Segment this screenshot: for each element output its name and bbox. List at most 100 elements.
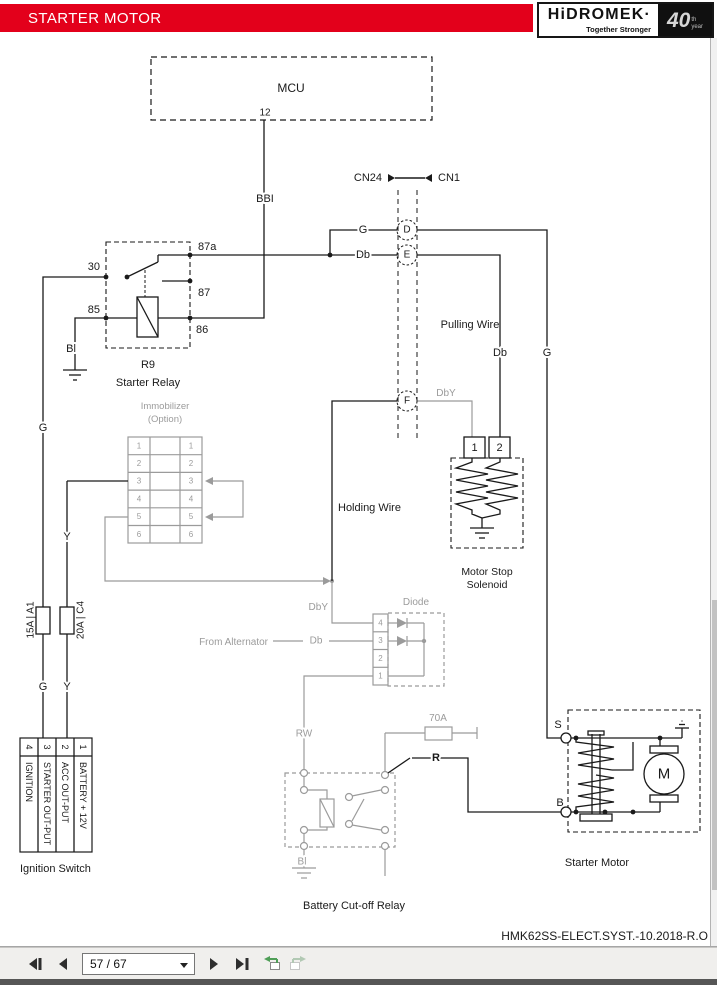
- svg-text:3: 3: [378, 636, 383, 645]
- svg-text:6: 6: [189, 530, 194, 539]
- svg-text:1: 1: [137, 441, 142, 450]
- previous-page-icon: [59, 957, 67, 970]
- svg-text:1: 1: [78, 744, 88, 749]
- diode-title: Diode: [403, 597, 430, 608]
- wire-g-3: G: [39, 422, 48, 434]
- svg-text:3: 3: [189, 477, 194, 486]
- wire-dby-2: DbY: [309, 602, 329, 613]
- wiring-diagram: MCU 12 BBI CN24 CN1 D E F G Db Pulling W…: [19, 56, 701, 912]
- starter-terminal-s: S: [554, 719, 561, 731]
- combobox-caret-icon: [180, 962, 188, 968]
- pdf-toolbar: 57 / 67: [0, 947, 717, 979]
- svg-text:3: 3: [137, 477, 142, 486]
- wire-g-1: G: [359, 224, 368, 236]
- wire-db-2: Db: [493, 347, 507, 359]
- svg-text:4: 4: [137, 494, 142, 503]
- svg-text:5: 5: [137, 512, 142, 521]
- from-alternator-label: From Alternator: [199, 637, 269, 648]
- wire-rw: RW: [296, 729, 313, 740]
- svg-text:4: 4: [24, 744, 34, 749]
- next-page-button[interactable]: [203, 953, 225, 975]
- relay-caption: Starter Relay: [116, 377, 181, 389]
- wire-db-3: Db: [310, 636, 323, 647]
- wire-y-2: Y: [63, 681, 71, 693]
- wire-bl-1: Bl: [66, 343, 76, 355]
- gray-markers: [205, 477, 427, 646]
- wire-bl-2: Bl: [298, 857, 307, 868]
- motor-m: M: [658, 766, 671, 783]
- svg-text:IGNITION: IGNITION: [24, 762, 34, 802]
- connector-cn24: CN24: [354, 172, 382, 184]
- mcu-pin-12: 12: [259, 108, 271, 119]
- svg-text:5: 5: [189, 512, 194, 521]
- pulling-wire-label: Pulling Wire: [441, 319, 500, 331]
- connector-cn1: CN1: [438, 172, 460, 184]
- svg-text:4: 4: [378, 618, 383, 627]
- connector-e: E: [404, 250, 411, 261]
- previous-page-button[interactable]: [52, 953, 74, 975]
- brand-tagline: Together Stronger: [586, 24, 651, 34]
- relay-name: R9: [141, 359, 155, 371]
- window-bottom-strip: [0, 979, 717, 985]
- last-page-button[interactable]: [231, 953, 253, 975]
- svg-text:4: 4: [189, 494, 194, 503]
- relay-pin-85: 85: [88, 304, 100, 316]
- connector-d: D: [403, 225, 410, 236]
- relay-pin-30: 30: [88, 261, 100, 273]
- main-circuits: [19, 56, 701, 853]
- svg-text:2: 2: [189, 459, 194, 468]
- svg-text:2: 2: [60, 744, 70, 749]
- page-number-value: 57 / 67: [90, 956, 127, 971]
- scrollbar-thumb[interactable]: [712, 600, 717, 890]
- hidromek-logo: HiDROMEK· Together Stronger 40 th year: [537, 2, 714, 38]
- relay-pin-87a: 87a: [198, 241, 217, 253]
- svg-text:STARTER OUT-PUT: STARTER OUT-PUT: [42, 762, 52, 846]
- immobilizer-title: Immobilizer: [141, 401, 190, 412]
- ignition-switch-caption: Ignition Switch: [20, 863, 91, 875]
- next-page-icon: [210, 957, 218, 970]
- relay-pin-87: 87: [198, 287, 210, 299]
- solenoid-caption-2: Solenoid: [467, 579, 508, 591]
- svg-text:BATTERY + 12V: BATTERY + 12V: [78, 762, 88, 829]
- mcu-label: MCU: [277, 81, 304, 95]
- holding-wire-label: Holding Wire: [338, 502, 401, 514]
- first-page-icon: [28, 957, 41, 970]
- starter-terminal-b: B: [556, 797, 563, 809]
- svg-text:2: 2: [378, 654, 383, 663]
- fuse-70a-label: 70A: [429, 713, 447, 724]
- diagram-labels: MCU 12 BBI CN24 CN1 D E F G Db Pulling W…: [20, 81, 670, 912]
- brand-name: HiDROMEK·: [547, 5, 651, 23]
- solenoid-caption-1: Motor Stop: [461, 566, 513, 578]
- previous-view-button[interactable]: [261, 953, 283, 975]
- scrollbar-track[interactable]: [710, 38, 717, 946]
- page-bottom-border: [0, 946, 717, 947]
- wire-db-1: Db: [356, 249, 370, 261]
- page-title: STARTER MOTOR: [28, 9, 162, 27]
- relay-pin-86: 86: [196, 324, 208, 336]
- first-page-button[interactable]: [24, 953, 46, 975]
- anniversary-badge: 40 th year: [656, 4, 712, 36]
- svg-text:1: 1: [189, 441, 194, 450]
- svg-text:2: 2: [137, 459, 142, 468]
- wire-r: R: [432, 752, 440, 764]
- wire-g-4: G: [39, 681, 48, 693]
- fuse-15a-label: 15A | A1: [26, 601, 37, 639]
- last-page-icon: [235, 957, 248, 970]
- previous-view-icon: [264, 956, 280, 970]
- solenoid-pin-1: 1: [471, 442, 477, 454]
- svg-text:6: 6: [137, 530, 142, 539]
- page-number-combobox[interactable]: 57 / 67: [82, 952, 195, 975]
- svg-text:ACC OUT-PUT: ACC OUT-PUT: [60, 762, 70, 824]
- wire-g-2: G: [543, 347, 552, 359]
- gray-circuits: [104, 400, 478, 879]
- immobilizer-subtitle: (Option): [148, 414, 182, 425]
- document-reference: HMK62SS-ELECT.SYST.-10.2018-R.O: [501, 929, 708, 943]
- battery-relay-caption: Battery Cut-off Relay: [303, 900, 405, 912]
- fuse-20a-label: 20A | C4: [76, 600, 87, 639]
- starter-motor-caption: Starter Motor: [565, 857, 630, 869]
- junction-dots: [103, 174, 663, 815]
- solenoid-pin-2: 2: [496, 442, 502, 454]
- wire-bbi: BBI: [256, 193, 274, 205]
- next-view-button[interactable]: [287, 953, 309, 975]
